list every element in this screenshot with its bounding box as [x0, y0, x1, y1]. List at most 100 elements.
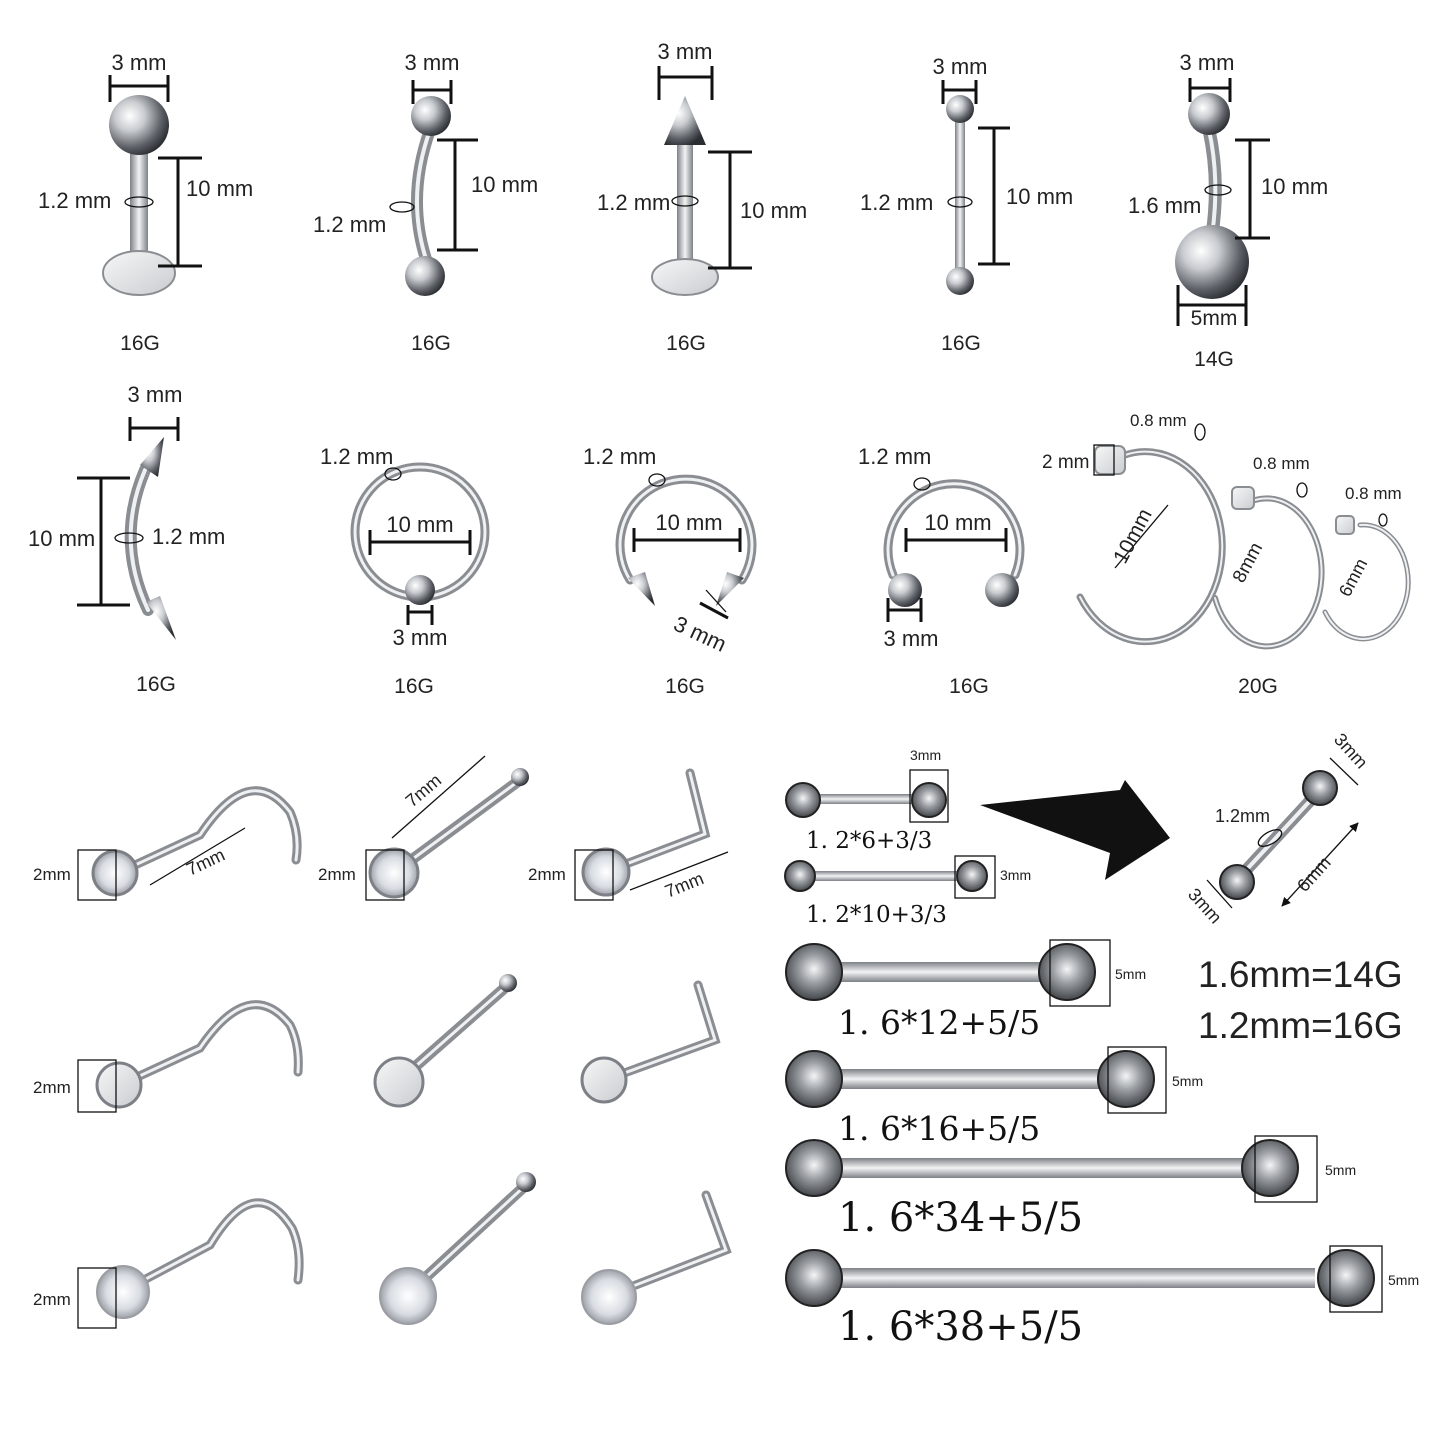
wire-size-label: 1.2 mm	[38, 188, 111, 213]
curved-spike-barbell-item: 3 mm 10 mm 1.2 mm 16G	[28, 382, 225, 696]
gauge-conversion: 1.2mm=16G	[1198, 1005, 1403, 1046]
ball-size: 5mm	[1388, 1272, 1419, 1288]
diameter-label: 10 mm	[655, 510, 722, 535]
gauge-label: 16G	[136, 673, 176, 696]
gauge-label: 16G	[941, 332, 981, 355]
nose-bone-crystal: 2mm 7mm	[318, 755, 529, 901]
ball-size-label: 3 mm	[670, 611, 730, 657]
nose-stud-grid: 2mm 7mm 2mm 7mm 2mm 7mm	[33, 755, 732, 1329]
ball-size: 5mm	[1115, 966, 1146, 982]
ball-size: 5mm	[1172, 1073, 1203, 1089]
barbell-6: 5mm 1. 6*38+5/5	[785, 1245, 1419, 1350]
gauge-conversion: 1.6mm=14G	[1198, 954, 1403, 995]
labret-disc	[102, 250, 176, 296]
barbell-spec: 1. 6*12+5/5	[838, 1003, 1040, 1042]
hoop-wire-label: 0.8 mm	[1345, 484, 1402, 503]
stud-head-size: 2mm	[33, 865, 71, 884]
gauge-label: 20G	[1238, 675, 1278, 698]
detail-length: 6mm	[1293, 853, 1335, 896]
horseshoe-ball-item: 1.2 mm 10 mm 3 mm 16G	[858, 444, 1025, 698]
length-label: 10 mm	[28, 526, 95, 551]
barbell-1: 3mm 1. 2*6+3/3	[785, 747, 949, 854]
stud-head-size: 2mm	[33, 1078, 71, 1097]
length-label: 10 mm	[1006, 184, 1073, 209]
bottom-spike	[146, 596, 176, 640]
top-ball	[1188, 93, 1230, 135]
length-label: 10 mm	[471, 172, 538, 197]
diameter-label: 10 mm	[386, 512, 453, 537]
left-spike	[628, 572, 655, 606]
nose-l-crystal: 2mm 7mm	[528, 768, 729, 902]
hoop-diameter-label: 6mm	[1335, 555, 1371, 600]
barbell-list: 3mm 1. 2*6+3/3 3mm 1. 2*10+3/3 5mm 1. 6*…	[784, 729, 1419, 1350]
stud-length: 7mm	[402, 770, 445, 811]
gauge-label: 16G	[665, 675, 705, 698]
ball-size-label: 3 mm	[393, 625, 448, 650]
ball-size-label: 3 mm	[112, 50, 167, 75]
nose-screw-crystal: 2mm 7mm	[33, 786, 302, 901]
gauge-label: 16G	[394, 675, 434, 698]
ball-size: 3mm	[910, 747, 941, 763]
labret-post	[130, 140, 148, 265]
wire-size-label: 1.2 mm	[152, 524, 225, 549]
straight-barbell-item: 3 mm 1.2 mm 10 mm 16G	[860, 54, 1073, 355]
wire-size-label: 1.2 mm	[597, 190, 670, 215]
right-ball	[985, 573, 1019, 607]
wire-size-label: 1.2 mm	[860, 190, 933, 215]
captive-bead-ring-item: 1.2 mm 10 mm 3 mm 16G	[320, 444, 490, 698]
gauge-label: 14G	[1194, 348, 1234, 371]
barbell-3: 5mm 1. 6*12+5/5	[785, 939, 1146, 1042]
belly-ring-item: 3 mm 1.6 mm 10 mm 5mm 14G	[1128, 50, 1328, 371]
curved-barbell-item: 3 mm 1.2 mm 10 mm 16G	[313, 50, 538, 355]
top-ball	[946, 95, 974, 123]
hoop-diameter-label: 10mm	[1109, 505, 1157, 567]
ball-size-label: 3 mm	[405, 50, 460, 75]
ball-size-label: 3 mm	[1180, 50, 1235, 75]
left-ball	[888, 573, 922, 607]
barbell-5: 5mm 1. 6*34+5/5	[785, 1135, 1356, 1241]
nose-l-disc	[580, 980, 721, 1104]
stud-head-size: 2mm	[318, 865, 356, 884]
hoop-diameter-label: 8mm	[1229, 539, 1267, 586]
barbell-spec: 1. 2*10+3/3	[806, 902, 947, 928]
gauge-label: 16G	[120, 332, 160, 355]
barbell-spec: 1. 6*34+5/5	[838, 1195, 1083, 1241]
stud-length: 7mm	[662, 868, 707, 902]
arrow-icon	[980, 780, 1170, 880]
spike-horseshoe-item: 1.2 mm 10 mm 3 mm 16G	[583, 444, 757, 698]
nose-screw-prong: 2mm	[33, 1198, 304, 1329]
barbell-2: 3mm 1. 2*10+3/3	[784, 855, 1031, 928]
barbell-spec: 1. 6*16+5/5	[838, 1109, 1040, 1148]
barbell-spec: 1. 2*6+3/3	[806, 828, 932, 854]
diameter-label: 10 mm	[924, 510, 991, 535]
stud-head-size: 2mm	[33, 1290, 71, 1309]
barbell-spec: 1. 6*38+5/5	[838, 1304, 1083, 1350]
ball-size: 3mm	[1000, 867, 1031, 883]
length-label: 10 mm	[186, 176, 253, 201]
detail-top-ball: 3mm	[1330, 729, 1372, 772]
nose-l-prong	[581, 1190, 732, 1325]
nose-hoop-set-item: 2 mm 0.8 mm 0.8 mm 0.8 mm 10mm 8mm 6mm 2…	[1042, 411, 1411, 698]
wire-size-label: 1.2 mm	[313, 212, 386, 237]
top-spike	[140, 437, 164, 477]
hoop-wire-label: 0.8 mm	[1130, 411, 1187, 430]
wire-ring-marker	[124, 196, 154, 208]
bottom-ball	[405, 256, 445, 296]
ball-size-label: 3 mm	[128, 382, 183, 407]
spike-cone	[664, 96, 706, 145]
length-label: 10 mm	[740, 198, 807, 223]
gauge-label: 16G	[411, 332, 451, 355]
captive-bead	[405, 575, 435, 605]
detail-bottom-ball: 3mm	[1184, 884, 1226, 927]
wire-size-label: 1.2 mm	[583, 444, 656, 469]
barbell-detail: 1.2mm 3mm 3mm 6mm	[1184, 729, 1372, 927]
wire-size-label: 1.2 mm	[858, 444, 931, 469]
end-size-label: 2 mm	[1042, 452, 1090, 473]
gauge-label: 16G	[666, 332, 706, 355]
length-label: 10 mm	[1261, 174, 1328, 199]
ball-size-label: 3 mm	[933, 54, 988, 79]
labret-spike-item: 3 mm 1.2 mm 10 mm 16G	[597, 39, 807, 355]
top-ball	[109, 95, 169, 155]
bottom-ball	[946, 267, 974, 295]
